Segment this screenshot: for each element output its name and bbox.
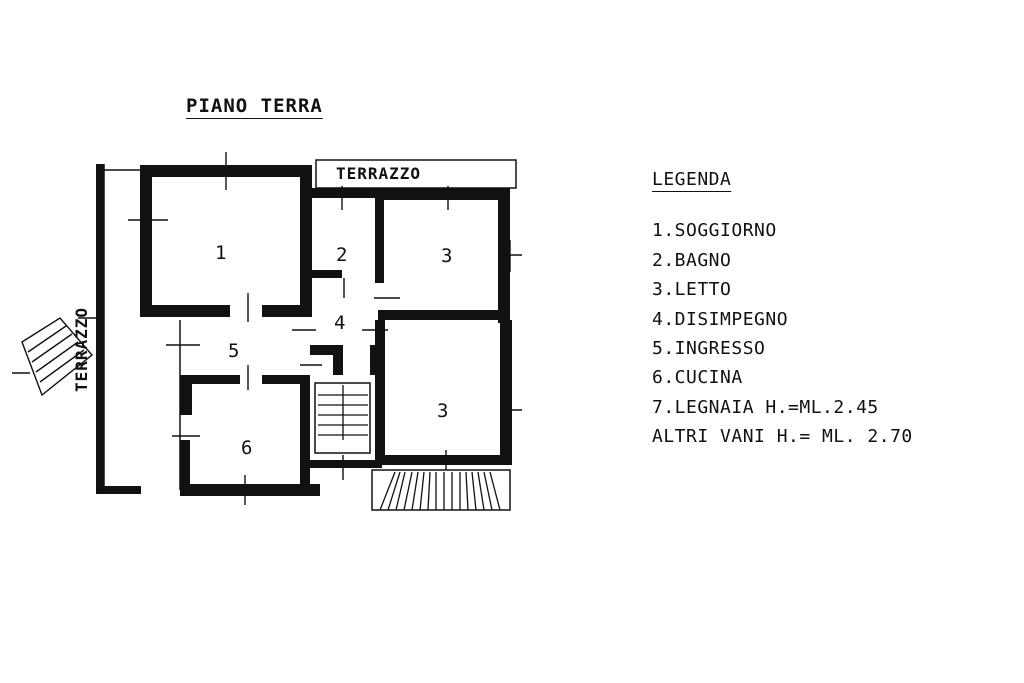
room-3b-label: 3: [437, 400, 449, 422]
roof-hatching: [379, 471, 501, 511]
legend-item: 4.DISIMPEGNO: [652, 308, 789, 330]
stair-inside: [318, 385, 368, 440]
legend-item: 5.INGRESSO: [652, 338, 766, 360]
terrace-top-label: TERRAZZO: [336, 164, 422, 183]
legend-item: 2.BAGNO: [652, 249, 732, 271]
legend-title: LEGENDA: [652, 169, 732, 190]
room-3-label: 3: [441, 245, 453, 267]
room-2-label: 2: [336, 244, 348, 266]
plan-title: PIANO TERRA: [186, 95, 323, 117]
legend: LEGENDA 1.SOGGIORNO 2.BAGNO 3.LETTO 4.DI…: [652, 165, 913, 452]
room-6-label: 6: [241, 437, 253, 459]
terrace-outlines: [103, 159, 517, 511]
external-stair: [12, 317, 96, 397]
legend-item: 3.LETTO: [652, 279, 732, 301]
terrace-left-label: TERRAZZO: [72, 306, 91, 392]
legend-item: 6.CUCINA: [652, 367, 743, 389]
room-1-label: 1: [215, 242, 227, 264]
legend-item: ALTRI VANI H.= ML. 2.70: [652, 426, 913, 448]
room-4-label: 4: [334, 312, 346, 334]
windows-doors: [128, 152, 522, 505]
legend-item: 7.LEGNAIA H.=ML.2.45: [652, 396, 879, 418]
legend-item: 1.SOGGIORNO: [652, 220, 777, 242]
room-5-label: 5: [228, 340, 240, 362]
